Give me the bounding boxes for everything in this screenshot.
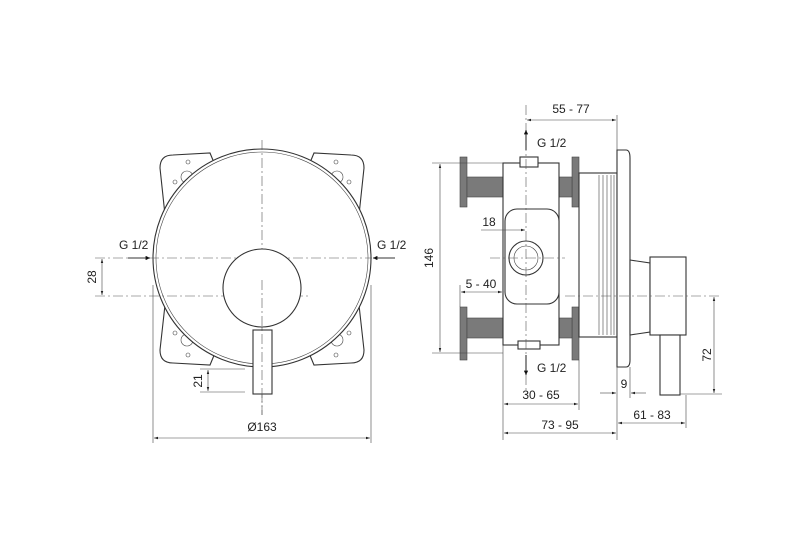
threaded-sleeve: [578, 172, 618, 338]
front-view: G 1/2 G 1/2 28 21 Ø163: [85, 140, 407, 443]
dim-28: 28: [85, 270, 99, 284]
dim-30-65: 30 - 65: [522, 388, 560, 402]
dim-diameter: Ø163: [247, 420, 277, 434]
dim-55-77: 55 - 77: [552, 102, 590, 116]
dim-146: 146: [422, 248, 436, 268]
side-view: G 1/2 G 1/2 55 - 77 146 18 5 - 40 30 - 6…: [422, 102, 722, 440]
dim-5-40: 5 - 40: [466, 277, 497, 291]
dim-18: 18: [482, 215, 496, 229]
dim-9: 9: [621, 377, 628, 391]
wall-plate: [616, 149, 631, 368]
dim-72: 72: [700, 348, 714, 362]
lever-side: [659, 334, 681, 396]
outlet-top-label: G 1/2: [537, 136, 567, 150]
inlet-right-label: G 1/2: [377, 238, 407, 252]
dim-61-83: 61 - 83: [633, 408, 671, 422]
dim-21: 21: [191, 374, 205, 388]
inlet-left-label: G 1/2: [119, 238, 149, 252]
dim-73-95: 73 - 95: [541, 418, 579, 432]
lever: [252, 329, 273, 395]
outlet-bottom-label: G 1/2: [537, 361, 567, 375]
